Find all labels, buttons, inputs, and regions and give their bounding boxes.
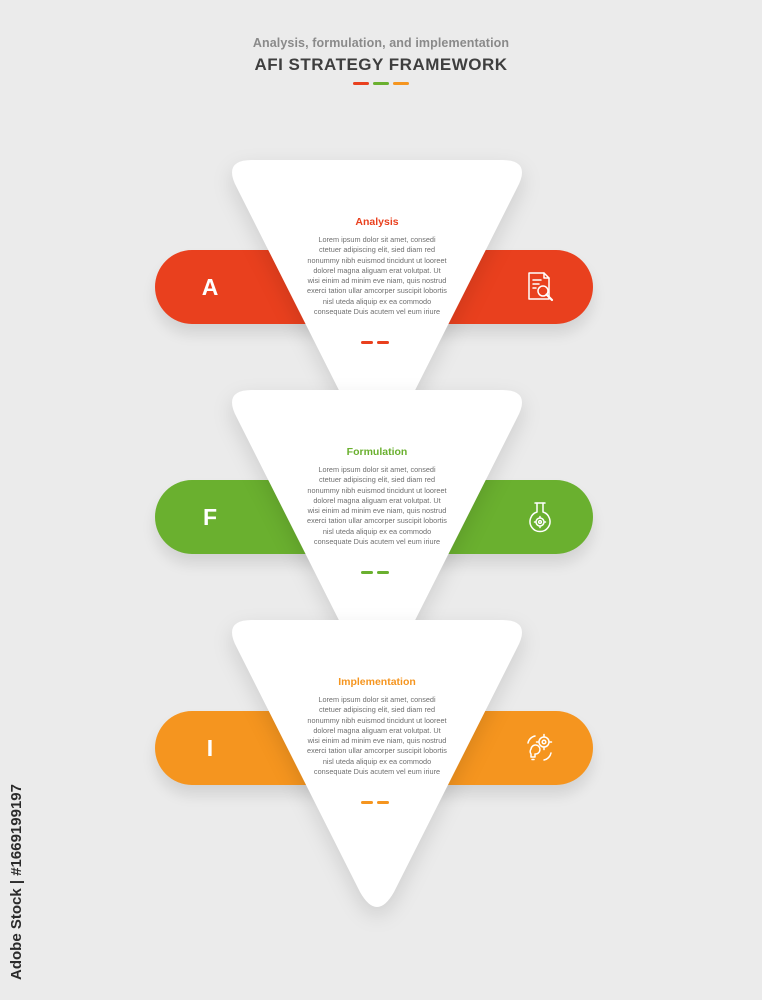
step-a-description: Lorem ipsum dolor sit amet, consedi ctet… [307,235,447,317]
step-f-heading: Formulation [346,446,408,458]
title-dash-decoration [353,82,413,86]
step-f-dash-left [361,571,373,574]
step-a-dashes [361,341,393,344]
title-dash-green [373,82,389,85]
step-i-dash-left [361,801,373,804]
step-i-dashes [361,801,393,804]
step-f-description: Lorem ipsum dolor sit amet, consedi ctet… [307,465,447,547]
step-f-dash-right [377,571,389,574]
step-i-description: Lorem ipsum dolor sit amet, consedi ctet… [307,695,447,777]
step-f-card: Formulation Lorem ipsum dolor sit amet, … [222,390,532,690]
page-title: AFI STRATEGY FRAMEWORK [254,55,508,74]
title-dash-red [353,82,369,85]
gear-lightbulb-cycle-icon [523,731,557,765]
step-i-card: Implementation Lorem ipsum dolor sit ame… [222,620,532,920]
step-a-heading: Analysis [355,216,399,228]
page-subtitle: Analysis, formulation, and implementatio… [252,36,510,50]
step-a-letter: A [201,274,219,300]
step-a-card-shape [232,160,522,447]
step-i-letter: I [206,735,214,761]
step-f-letter: F [202,504,218,530]
step-i-heading: Implementation [338,676,416,688]
document-search-icon [523,270,557,304]
step-f-dashes [361,571,393,574]
flask-gear-icon [523,500,557,534]
step-i-dash-right [377,801,389,804]
step-a-dash-left [361,341,373,344]
step-a-card: Analysis Lorem ipsum dolor sit amet, con… [222,160,532,460]
header: Analysis, formulation, and implementatio… [0,36,762,75]
step-f-card-shape [232,390,522,677]
step-a-dash-right [377,341,389,344]
step-i-card-shape [232,620,522,907]
title-dash-orange [393,82,409,85]
stock-credit-label: Adobe Stock | #1669199197 [8,784,25,980]
